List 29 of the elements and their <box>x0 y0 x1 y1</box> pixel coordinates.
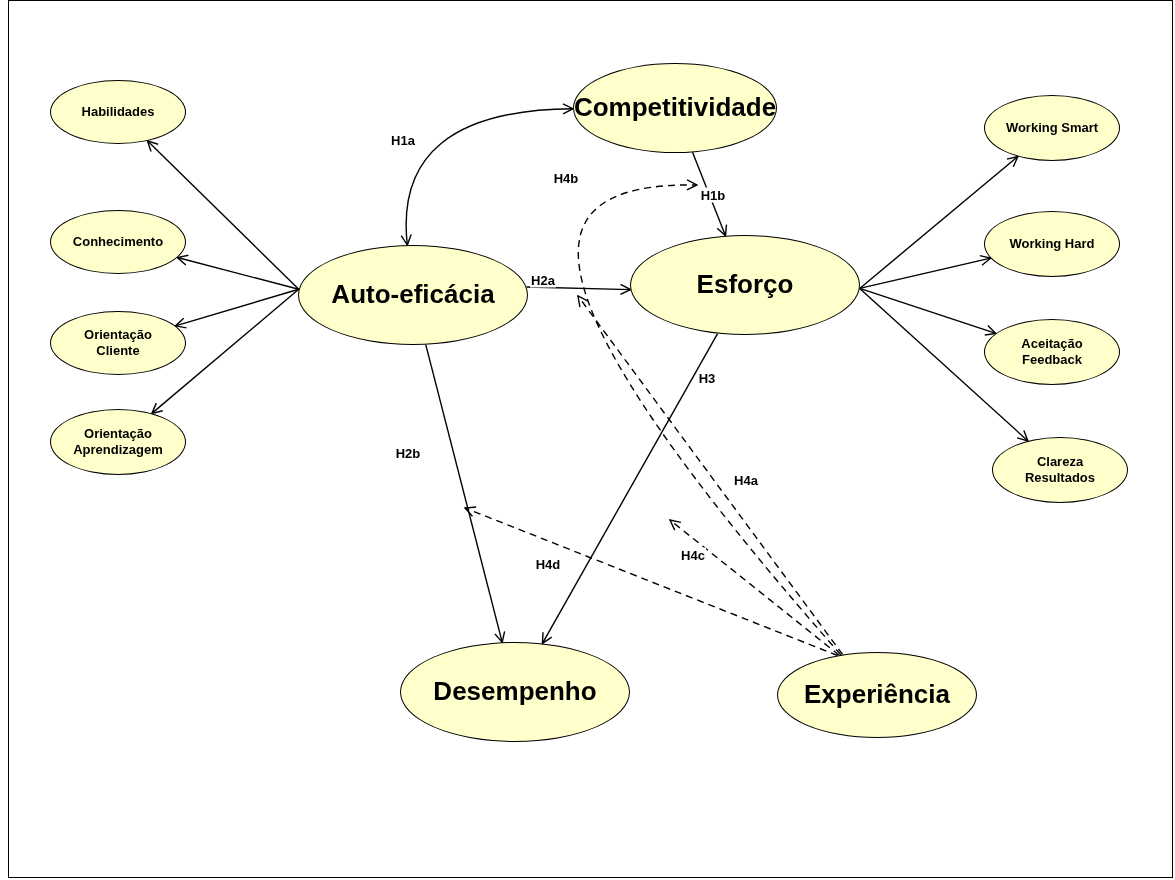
arrow <box>859 287 1029 442</box>
arrow <box>577 179 842 656</box>
node-label: Desempenho <box>433 676 597 708</box>
node-label: Esforço <box>696 269 794 301</box>
node-label: Auto-eficácia <box>331 279 495 311</box>
node-label: Clareza Resultados <box>1023 454 1097 486</box>
arrow <box>464 506 839 657</box>
arrow <box>176 254 300 290</box>
arrow <box>577 295 844 656</box>
arrow <box>401 103 574 246</box>
node-label: Orientação Cliente <box>83 327 153 359</box>
node-label: Habilidades <box>81 104 155 120</box>
node-label: Conhecimento <box>72 234 164 250</box>
arrow <box>859 155 1019 290</box>
node-label: Aceitação Feedback <box>1020 336 1084 368</box>
node-label: Working Smart <box>1005 120 1099 136</box>
node-label: Working Hard <box>1009 236 1095 252</box>
arrow <box>174 288 300 329</box>
edge-label: H4c <box>680 547 706 563</box>
node-label: Competitividade <box>573 92 777 124</box>
arrow <box>425 344 506 643</box>
arrow <box>859 254 992 290</box>
arrow <box>669 519 840 656</box>
arrow <box>151 288 300 415</box>
node-label: Experiência <box>804 679 950 711</box>
node-label: Orientação Aprendizagem <box>72 426 164 458</box>
arrow <box>146 140 300 290</box>
arrow <box>859 287 997 336</box>
edge-label: H1b <box>699 187 727 203</box>
